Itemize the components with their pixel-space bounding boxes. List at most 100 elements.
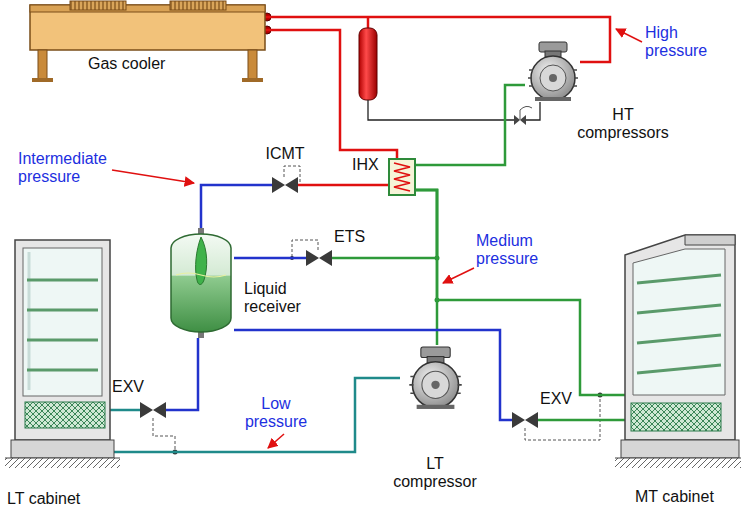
pointer-arrow <box>112 170 194 183</box>
text-slot: LT cabinet <box>7 490 107 508</box>
drawing-part <box>512 412 538 428</box>
cooler-leg <box>248 50 257 80</box>
cabinet-shelves <box>27 280 98 370</box>
compressor-fins <box>528 70 578 86</box>
cooler-foot <box>32 78 53 82</box>
component-label: Gas cooler <box>88 55 165 72</box>
compressor-body <box>412 362 458 408</box>
separator-vessel <box>359 28 377 100</box>
component-label: EXV <box>112 378 144 395</box>
evaporator-coil <box>25 402 105 428</box>
drawing-part <box>15 240 110 475</box>
valve-stem <box>520 106 532 120</box>
component-label: MT cabinet <box>635 488 714 505</box>
valve-body <box>140 402 153 418</box>
compressor-body <box>531 56 575 100</box>
drawing-part <box>388 158 416 196</box>
refrigerant-pipe <box>234 257 306 260</box>
floor-line <box>5 458 120 459</box>
text-slot: EXV <box>112 378 152 396</box>
refrigerant-pipe <box>538 419 625 422</box>
text-slot: Intermediate pressure <box>18 150 118 186</box>
ihx-coil <box>394 163 410 191</box>
text-slot: Medium pressure <box>476 232 548 268</box>
cooler-foot <box>242 78 263 82</box>
cabinet-plinth <box>621 440 739 458</box>
text-slot: Low pressure <box>240 395 312 431</box>
text-slot: Liquid receiver <box>244 280 320 316</box>
component-label: ICMT <box>265 145 304 162</box>
oil-pipe <box>368 100 514 120</box>
component-label: Liquid receiver <box>244 280 301 315</box>
drawing-part <box>168 228 234 340</box>
oil-return-line <box>368 100 540 125</box>
pressure-label: Intermediate pressure <box>18 150 107 185</box>
refrigerant-pipe <box>201 185 272 228</box>
text-slot: IHX <box>352 156 386 174</box>
compressor-fins <box>409 376 461 393</box>
cabinet-opening <box>633 249 725 395</box>
component-node: ICMT <box>272 177 296 193</box>
component-label: ETS <box>334 228 365 245</box>
liquid-surface <box>176 273 226 277</box>
flash-gas-plume <box>196 237 207 285</box>
floor-hatching <box>615 458 741 468</box>
oil-separator <box>359 17 377 100</box>
text-slot: Gas cooler <box>88 55 228 73</box>
component-label: EXV <box>540 390 572 407</box>
text-slot: EXV <box>540 390 580 408</box>
component-node: ETS <box>306 250 330 266</box>
cabinet-door <box>23 248 102 396</box>
compressor-cover <box>540 65 566 91</box>
refrigerant-pipe <box>110 409 140 412</box>
component-label: LT cabinet <box>7 490 80 507</box>
cabinet-plinth <box>11 440 114 458</box>
pointer-arrow <box>616 29 642 42</box>
oil-valve <box>514 115 520 125</box>
component-node: EXV <box>512 412 538 428</box>
compressor-hub <box>549 74 557 82</box>
text-slot: High pressure <box>645 24 717 60</box>
valve-body <box>525 412 538 428</box>
pressure-label: Low pressure <box>245 395 307 430</box>
cabinet-body <box>15 240 110 440</box>
pointer-arrow <box>268 434 284 448</box>
valve-body <box>153 402 166 418</box>
valve-body <box>272 177 285 193</box>
compressor-hub <box>431 381 439 389</box>
ihx-shell <box>389 159 415 195</box>
floor-hatching <box>5 458 120 468</box>
drawing-part <box>625 235 735 480</box>
pressure-label: High pressure <box>645 24 707 59</box>
drawing-part <box>400 345 470 410</box>
pointer-arrow <box>443 268 474 283</box>
text-slot: MT cabinet <box>635 488 735 506</box>
cabinet-canopy <box>685 235 735 245</box>
pressure-label: Medium pressure <box>476 232 538 267</box>
component-node: MT cabinet <box>625 235 735 440</box>
refrigerant-pipe <box>416 190 437 345</box>
fan-grill <box>170 1 226 10</box>
text-slot: LT compressor <box>389 455 481 491</box>
component-node: LT compressor <box>400 345 470 410</box>
valve-body <box>512 412 525 428</box>
sensor-line <box>153 418 175 450</box>
cooler-leg <box>38 50 47 80</box>
refrigerant-pipe <box>166 338 198 410</box>
compressor-cover <box>422 371 449 398</box>
oil-pipe <box>526 102 540 120</box>
drawing-part <box>272 177 298 193</box>
text-slot: ETS <box>334 228 374 246</box>
valve-body <box>319 250 332 266</box>
refrigerant-pipe <box>265 17 610 62</box>
refrigerant-pipe <box>296 184 388 187</box>
component-node: Gas cooler <box>30 5 265 50</box>
cooler-top <box>30 5 265 12</box>
refrigerant-pipe <box>265 30 397 158</box>
drawing-part <box>140 402 166 418</box>
drawing-part <box>306 250 332 266</box>
refrigerant-pipe <box>416 85 525 165</box>
